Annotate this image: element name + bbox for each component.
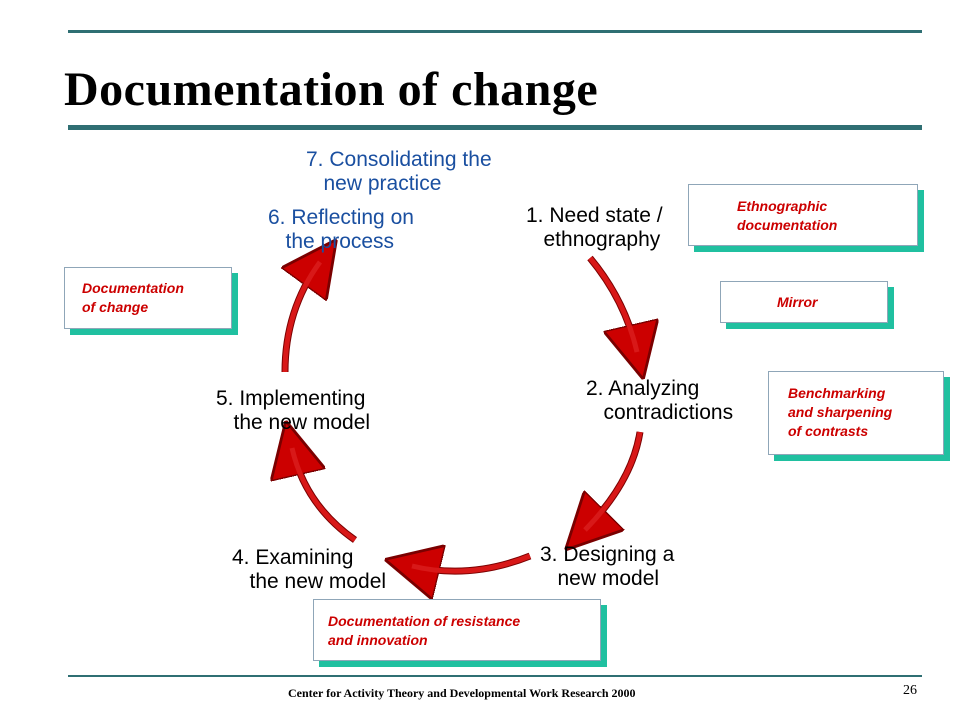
step-1-need-state: 1. Need state / ethnography — [526, 204, 663, 251]
footer-credit: Center for Activity Theory and Developme… — [288, 686, 636, 700]
bottom-rule — [68, 675, 922, 677]
arrow-2-to-3 — [585, 431, 644, 530]
step-5-implementing: 5. Implementing the new model — [216, 387, 371, 434]
note-ethnographic-documentation: Ethnographic documentation — [688, 184, 924, 252]
note-label: Mirror — [777, 294, 818, 310]
note-benchmarking: Benchmarking and sharpening of contrasts — [768, 371, 950, 461]
step-2-analyzing: 2. Analyzing contradictions — [586, 377, 734, 424]
note-label: Documentation of change — [82, 280, 184, 315]
note-label: Documentation of resistance and innovati… — [328, 613, 521, 648]
step-3-designing: 3. Designing a new model — [540, 543, 675, 590]
arrow-4-to-5 — [292, 448, 358, 543]
note-mirror: Mirror — [720, 281, 894, 329]
slide-title: Documentation of change — [64, 63, 599, 116]
step-6-reflecting: 6. Reflecting on the process — [268, 206, 414, 253]
note-label: Benchmarking and sharpening of contrasts — [788, 385, 893, 439]
note-documentation-of-change: Documentation of change — [64, 267, 238, 335]
note-label: Ethnographic documentation — [737, 198, 838, 233]
note-resistance-innovation: Documentation of resistance and innovati… — [313, 599, 607, 667]
title-underline — [68, 125, 922, 130]
top-rule — [68, 30, 922, 33]
step-4-examining: 4. Examining the new model — [232, 546, 387, 593]
page-number: 26 — [903, 683, 917, 698]
step-7-consolidating: 7. Consolidating the new practice — [306, 148, 492, 195]
arrow-1-to-2 — [587, 255, 637, 352]
